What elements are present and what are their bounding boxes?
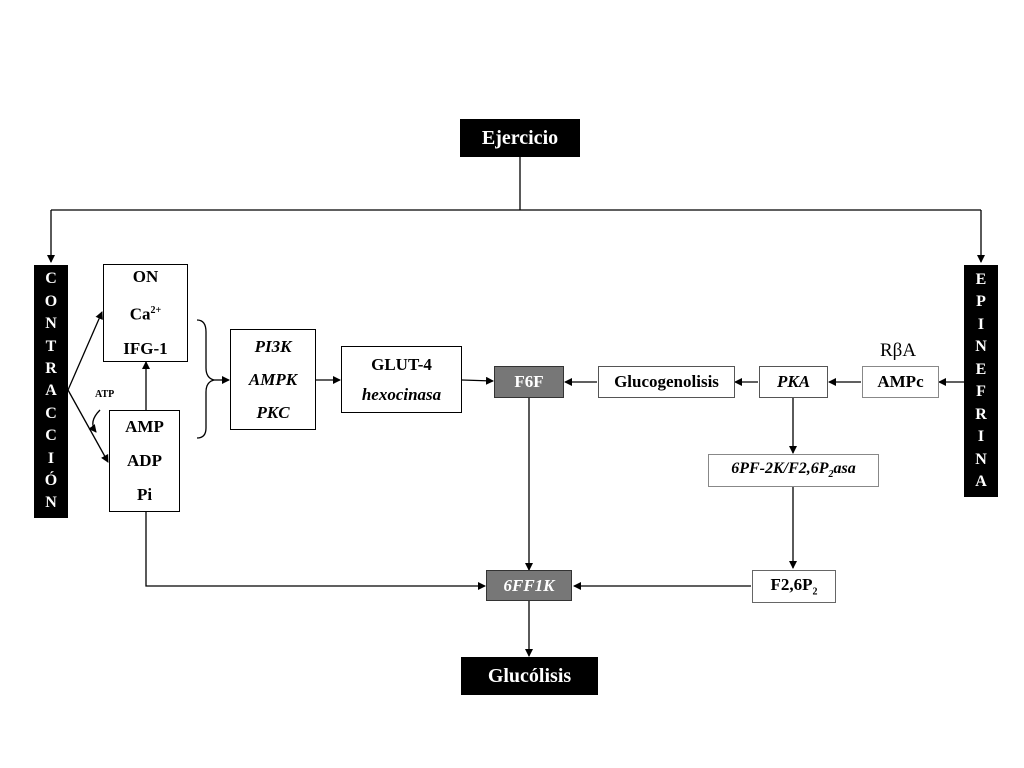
epinefrina-letter: E xyxy=(975,270,987,288)
label-ca: Ca2+ xyxy=(129,304,162,324)
node-pka: PKA xyxy=(759,366,828,398)
contraccion-letter: C xyxy=(45,404,57,422)
label-glucogenolisis: Glucogenolisis xyxy=(614,372,719,391)
label-on: ON xyxy=(132,267,159,287)
label-pka: PKA xyxy=(776,372,811,391)
node-glucolisis: Glucólisis xyxy=(461,657,598,695)
label-ampk: AMPK xyxy=(248,370,298,389)
epinefrina-letter: E xyxy=(975,360,987,378)
epinefrina-letter: A xyxy=(975,473,987,491)
label-atp: ATP xyxy=(95,389,115,400)
label-ejercicio: Ejercicio xyxy=(481,126,559,149)
edge-ampadp-to-ff1k xyxy=(145,512,486,590)
label-rba: RβA xyxy=(880,340,917,361)
contraccion-letter: Ó xyxy=(44,472,58,490)
label-f26p2: F2,6P2 xyxy=(770,575,818,598)
contraccion-letter: C xyxy=(45,427,57,445)
contraccion-letter: A xyxy=(45,382,57,400)
brace xyxy=(196,319,215,439)
epinefrina-letter: N xyxy=(975,338,987,356)
label-f6f: F6F xyxy=(514,372,544,391)
label-pi3k: PI3K xyxy=(254,337,292,356)
contraccion-letter: R xyxy=(45,360,57,378)
contraccion-letter: I xyxy=(47,449,55,467)
edge-contraccion-to-amp xyxy=(67,389,109,463)
label-pkc: PKC xyxy=(256,403,290,422)
node-6ff1k: 6FF1K xyxy=(486,570,572,601)
label-6ff1k: 6FF1K xyxy=(503,575,555,595)
node-ejercicio: Ejercicio xyxy=(460,119,580,157)
node-pi3k-ampk-pkc: PI3K AMPK PKC xyxy=(230,329,316,430)
label-amp: AMP xyxy=(125,417,164,436)
epinefrina-letter: I xyxy=(977,315,985,333)
label-glut4: GLUT-4 xyxy=(371,354,432,374)
label-adp: ADP xyxy=(127,451,162,470)
label-ifg: IFG-1 xyxy=(123,338,168,358)
contraccion-letter: O xyxy=(44,292,58,310)
epinefrina-letter: F xyxy=(976,383,986,401)
contraccion-letter: N xyxy=(45,315,57,333)
label-glucolisis: Glucólisis xyxy=(487,664,572,687)
edge-glut4-to-f6f xyxy=(461,376,494,385)
edge-contraccion-to-on xyxy=(67,311,103,391)
node-f6f: F6F xyxy=(494,366,564,398)
contraccion-letter: N xyxy=(45,494,57,512)
label-6pf2k: 6PF-2K/F2,6P2asa xyxy=(731,460,856,481)
epinefrina-letter: P xyxy=(976,293,986,311)
node-on-ca-ifg: ON Ca2+ IFG-1 xyxy=(103,264,188,362)
label-hexocinasa: hexocinasa xyxy=(361,384,442,404)
node-6pf2k: 6PF-2K/F2,6P2asa xyxy=(708,454,879,487)
contraccion-letter: T xyxy=(45,337,57,355)
contraccion-letter: C xyxy=(45,270,57,288)
node-glucogenolisis: Glucogenolisis xyxy=(598,366,735,398)
edge-atp-curve xyxy=(88,409,101,433)
epinefrina-letter: R xyxy=(975,405,987,423)
node-f26p2: F2,6P2 xyxy=(752,570,836,603)
label-pi: Pi xyxy=(136,485,153,504)
node-glut4-hexocinasa: GLUT-4 hexocinasa xyxy=(341,346,462,413)
node-amp-adp-pi: AMP ADP Pi xyxy=(109,410,180,512)
label-ampc: AMPc xyxy=(877,372,924,391)
node-ampc: AMPc xyxy=(862,366,939,398)
epinefrina-letter: I xyxy=(977,428,985,446)
epinefrina-letter: N xyxy=(975,450,987,468)
